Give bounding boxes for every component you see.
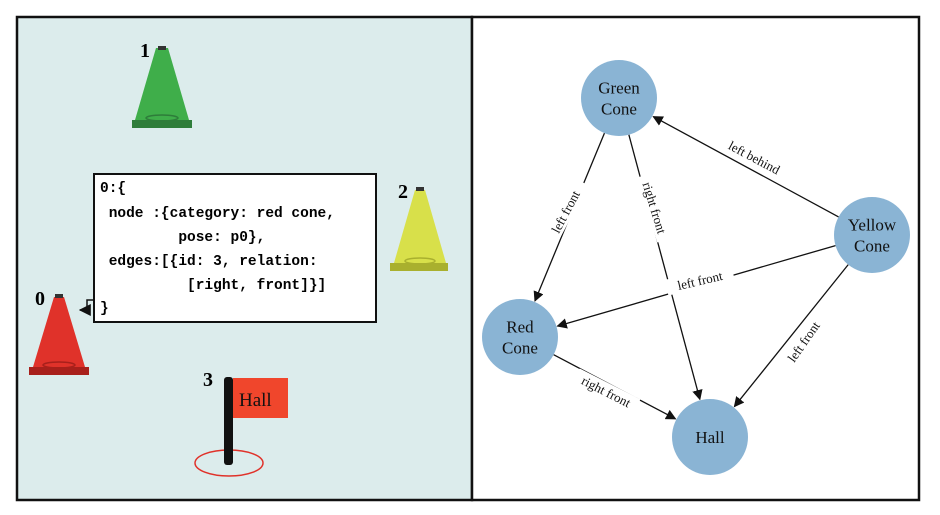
cone-1-label: 1 [140,40,150,62]
graph-node-red [482,299,558,375]
hall-flag-label: Hall [239,390,272,411]
code-line-0: 0:{ [100,181,126,197]
graph-node-label-yellow: Cone [854,237,890,256]
graph-node-label-red: Cone [502,339,538,358]
edge-yellow-hall [733,264,849,408]
edge-yellow-green [652,115,839,218]
code-pointer-arrow [78,299,94,316]
edge-label-bg [572,368,641,414]
scene-panel: 1 2 0 Hall 3 0:{ node :{cate [15,15,474,502]
graph-node-label-green: Cone [601,100,637,119]
hall-flag-icon [194,377,288,477]
code-line-1: node :{category: red cone, [100,206,335,222]
edge-label-bg [664,264,735,296]
code-line-3: edges:[{id: 3, relation: [100,254,318,270]
cone-1-icon [132,46,192,128]
graph-node-label-green: Green [598,79,640,98]
code-line-4: [right, front]}] [100,278,326,294]
graph-node-green [581,60,657,136]
edge-label-bg [720,134,789,181]
cone-0-icon [29,294,89,375]
cone-2-icon [390,187,448,271]
edge-label-bg [542,177,589,246]
cone-0-label: 0 [35,288,45,310]
graph-node-label-hall: Hall [695,428,725,447]
graph-node-hall [672,399,748,475]
node-code-box: 0:{ node :{category: red cone, pose: p0}… [93,173,377,323]
code-line-5: } [100,301,109,317]
edge-label-bg [637,172,673,243]
code-line-2: pose: p0}, [100,230,265,246]
cone-2-label: 2 [398,181,408,203]
edge-label-bg [777,308,830,374]
graph-node-yellow [834,197,910,273]
flag-3-label: 3 [203,369,213,391]
graph-node-label-red: Red [506,318,534,337]
graph-node-label-yellow: Yellow [848,216,897,235]
